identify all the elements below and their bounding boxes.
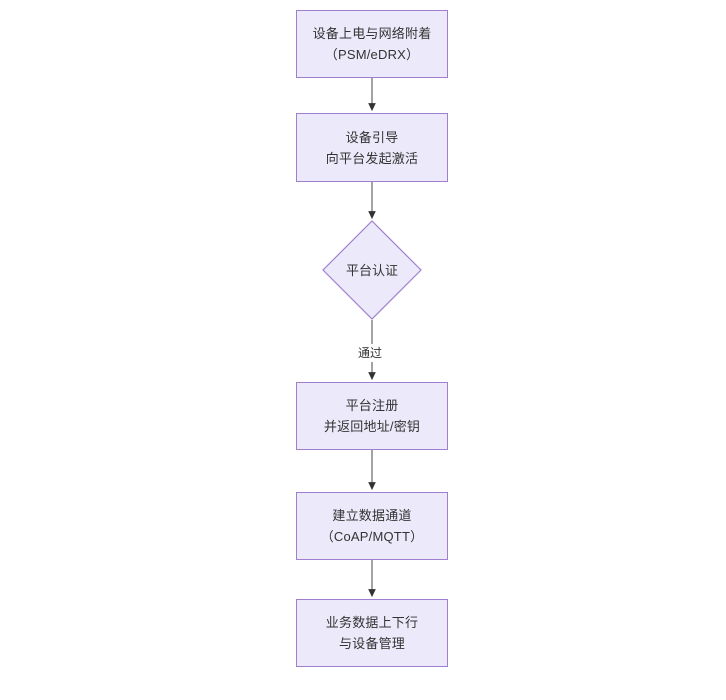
node-label-platform-registration: 平台注册 并返回地址/密钥 — [323, 398, 421, 434]
node-device-power-on[interactable]: 设备上电与网络附着 （PSM/eDRX） — [296, 10, 448, 78]
node-label-platform-authentication: 平台认证 — [345, 262, 398, 278]
node-device-bootstrap[interactable]: 设备引导 向平台发起激活 — [296, 113, 448, 182]
node-label-device-power-on: 设备上电与网络附着 （PSM/eDRX） — [312, 26, 432, 62]
node-label-device-bootstrap: 设备引导 向平台发起激活 — [325, 129, 419, 166]
node-platform-registration[interactable]: 平台注册 并返回地址/密钥 — [296, 382, 448, 450]
edge-label-pass: 通过 — [355, 344, 386, 362]
node-establish-data-channel[interactable]: 建立数据通道 （CoAP/MQTT） — [296, 492, 448, 560]
node-business-data-management[interactable]: 业务数据上下行 与设备管理 — [296, 599, 448, 667]
diamond-shape-icon — [322, 220, 422, 320]
node-platform-authentication[interactable]: 平台认证 — [322, 220, 422, 320]
node-label-establish-data-channel: 建立数据通道 （CoAP/MQTT） — [320, 508, 424, 544]
node-label-business-data-management: 业务数据上下行 与设备管理 — [325, 615, 419, 651]
